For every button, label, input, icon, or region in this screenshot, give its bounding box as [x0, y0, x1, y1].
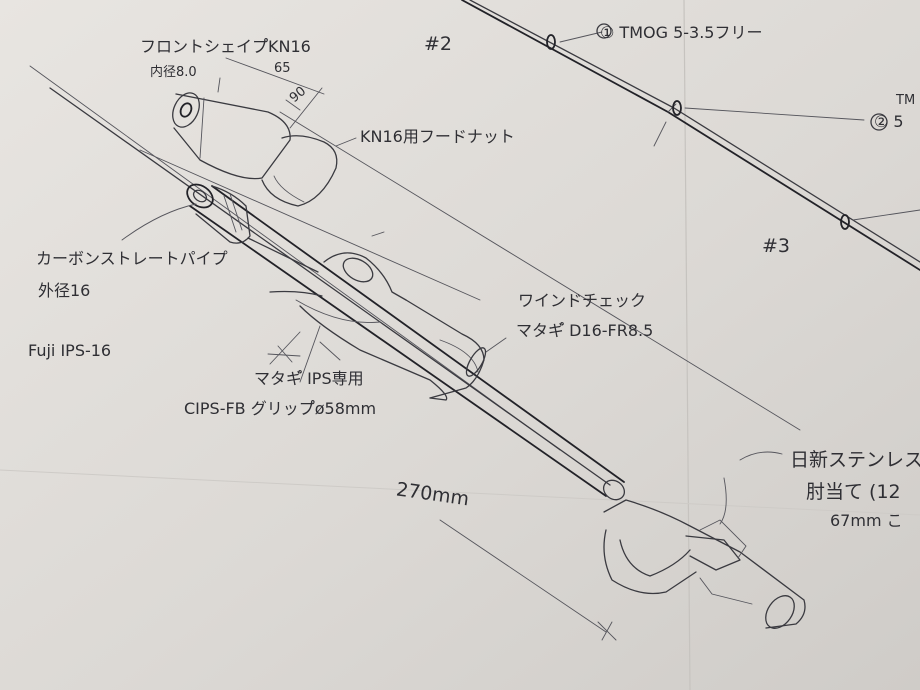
upper-rod-blank [461, 0, 920, 271]
section-3-label: #3 [762, 235, 790, 257]
section-2-label: #2 [424, 33, 452, 55]
guide-1 [546, 23, 612, 50]
elbow-rest [603, 451, 806, 629]
dimension-65: 65 [274, 61, 291, 76]
guide-1-label: ① TMOG 5-3.5フリー [600, 23, 763, 42]
elbow-label-1: 日新ステンレス [790, 449, 920, 471]
wind-check-label-1: ワインドチェック [518, 291, 646, 310]
guide-2-label: ② 5 [874, 112, 904, 131]
front-shape-label: フロントシェイプ゚KN16 [140, 37, 311, 56]
guide-2-top-label: TM [895, 93, 915, 108]
hood-nut-label: KN16用フードナット [360, 127, 515, 146]
wind-check [465, 337, 507, 377]
front-shape-part [172, 77, 291, 180]
guide-3 [840, 209, 920, 230]
front-grip [195, 185, 251, 244]
reel-seat [247, 231, 407, 323]
grip-label-2: CIPS-FB グリップ゚ø58mm [184, 399, 376, 418]
elbow-label-3: 67mm こ [830, 511, 903, 530]
elbow-label-2: 肘当て (12 [806, 481, 901, 503]
front-dimensions [225, 57, 325, 129]
paper-fold-horizontal [0, 469, 920, 516]
grip-label-1: マタギ゚ IPS専用 [254, 369, 364, 388]
hood-nut-part [261, 135, 357, 207]
length-dimension [439, 519, 617, 641]
leader-lines [121, 203, 341, 365]
construction-lines [29, 65, 801, 486]
inner-diameter-label: 内径8.0 [150, 64, 197, 80]
guide-2 [653, 100, 888, 147]
reel-seat-label: Fuji IPS-16 [28, 341, 111, 360]
pipe-label-2: 外径16 [38, 281, 90, 300]
pipe-label-1: カーボンストレートパイプ [36, 249, 228, 268]
wind-check-label-2: マタギ゚ D16-FR8.5 [516, 321, 653, 340]
